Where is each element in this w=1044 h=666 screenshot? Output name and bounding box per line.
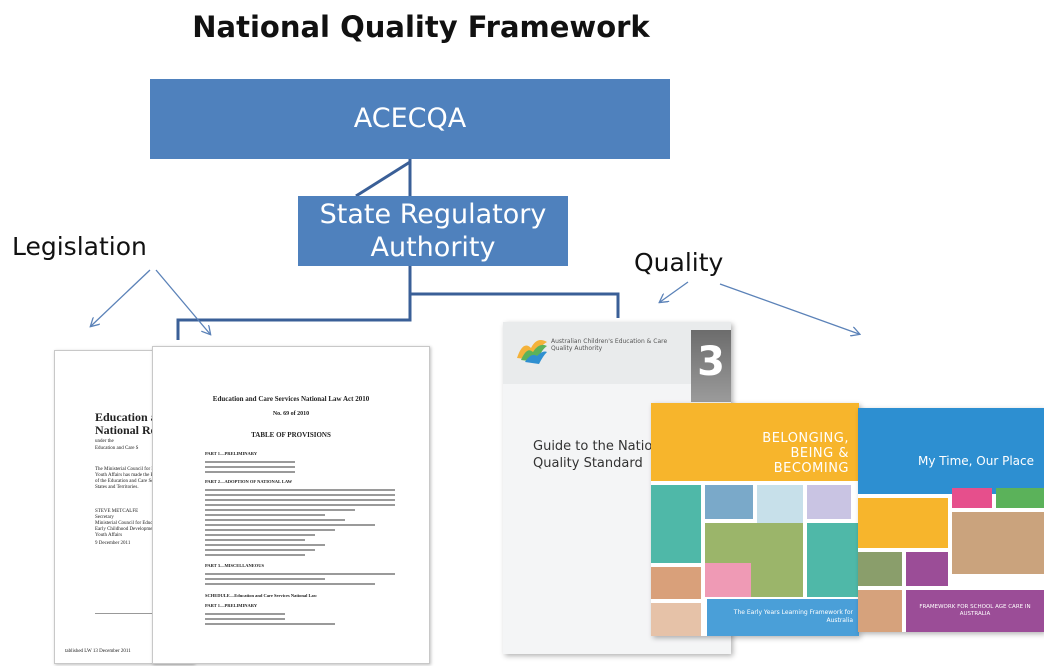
regulations-signatory-3: Ministerial Council for Educ bbox=[95, 521, 153, 526]
eylf-photo bbox=[705, 485, 753, 519]
toc-part-3: PART 3—MISCELLANEOUS bbox=[205, 563, 265, 568]
guide-title: Guide to the National Quality Standard bbox=[533, 439, 673, 471]
regulations-rule bbox=[95, 613, 193, 614]
toc-line bbox=[205, 618, 285, 620]
guide-number: 3 bbox=[691, 330, 731, 402]
regulations-para-2: Youth Affairs has made the R bbox=[95, 473, 154, 478]
toc-line bbox=[205, 519, 345, 521]
eylf-tile bbox=[651, 485, 701, 563]
mtop-tile bbox=[906, 552, 948, 586]
acecqa-box: ACECQA bbox=[150, 79, 670, 159]
toc-line bbox=[205, 544, 325, 546]
regulations-under: under the bbox=[95, 439, 114, 444]
regulations-signatory-4: Early Childhood Developme bbox=[95, 527, 153, 532]
mtop-tile bbox=[858, 498, 948, 548]
regulations-para-4: States and Territories. bbox=[95, 485, 139, 490]
toc-line bbox=[205, 583, 375, 585]
mtop-photo bbox=[858, 590, 902, 632]
eylf-tile bbox=[807, 523, 859, 597]
sra-label-line1: State Regulatory bbox=[319, 199, 547, 230]
mtop-tile bbox=[952, 488, 992, 508]
acecqa-sra-connector-diag bbox=[355, 160, 411, 198]
quality-label: Quality bbox=[634, 248, 724, 277]
eylf-footer: The Early Years Learning Framework for A… bbox=[707, 599, 859, 636]
national-law-act-document: Education and Care Services National Law… bbox=[152, 346, 430, 664]
quality-arrow-left bbox=[660, 281, 689, 302]
regulations-signatory-1: STEVE METCALFE bbox=[95, 509, 139, 514]
toc-line bbox=[205, 489, 395, 491]
toc-line bbox=[205, 613, 285, 615]
quality-arrow-right bbox=[719, 283, 859, 334]
mtop-photo bbox=[858, 552, 902, 586]
regulations-signatory-2: Secretary bbox=[95, 515, 114, 520]
eylf-booklet: BELONGING, BEING & BECOMING The Early Ye… bbox=[651, 403, 859, 636]
sra-quality-connector bbox=[410, 292, 620, 318]
act-title: Education and Care Services National Law… bbox=[212, 395, 370, 403]
toc-line bbox=[205, 623, 335, 625]
regulations-title-line1: Education an bbox=[95, 410, 164, 424]
act-toc-heading: TABLE OF PROVISIONS bbox=[251, 431, 331, 439]
eylf-title-line1: BELONGING, bbox=[762, 431, 849, 446]
eylf-photo bbox=[651, 603, 701, 636]
mtop-header-band bbox=[858, 408, 1044, 494]
regulations-title-line2: National Reg bbox=[95, 423, 162, 437]
diagram-title: National Quality Framework bbox=[192, 10, 650, 44]
sra-label-line2: Authority bbox=[370, 232, 496, 263]
regulations-signatory-5: Youth Affairs bbox=[95, 533, 123, 538]
acecqa-label: ACECQA bbox=[353, 103, 467, 134]
toc-line bbox=[205, 471, 295, 473]
sra-docs-connector bbox=[176, 266, 412, 340]
toc-line bbox=[205, 529, 335, 531]
mtop-title: My Time, Our Place bbox=[918, 454, 1034, 468]
regulations-para-3: of the Education and Care Se bbox=[95, 479, 154, 484]
guide-org-name: Australian Children's Education & Care Q… bbox=[551, 338, 668, 352]
toc-schedule: SCHEDULE—Education and Care Services Nat… bbox=[205, 593, 318, 598]
toc-line bbox=[205, 573, 395, 575]
toc-line bbox=[205, 504, 395, 506]
toc-line bbox=[205, 494, 395, 496]
act-number: No. 69 of 2010 bbox=[272, 411, 310, 417]
regulations-title: Education an National Reg bbox=[95, 411, 163, 437]
mtop-booklet: My Time, Our Place FRAMEWORK FOR SCHOOL … bbox=[858, 408, 1044, 632]
legislation-arrow-left bbox=[91, 269, 151, 326]
toc-line bbox=[205, 534, 315, 536]
eylf-title-line3: BECOMING bbox=[773, 461, 849, 476]
toc-line bbox=[205, 514, 325, 516]
eylf-header-band bbox=[651, 403, 859, 481]
mtop-footer: FRAMEWORK FOR SCHOOL AGE CARE IN AUSTRAL… bbox=[906, 590, 1044, 632]
toc-line bbox=[205, 524, 375, 526]
eylf-title-line2: BEING & bbox=[790, 446, 849, 461]
regulations-para-1: The Ministerial Council for E bbox=[95, 467, 155, 472]
toc-line bbox=[205, 554, 305, 556]
regulations-under-law: Education and Care S bbox=[95, 446, 139, 451]
toc-line bbox=[205, 461, 295, 463]
legislation-arrow-right bbox=[155, 269, 210, 334]
toc-line bbox=[205, 539, 305, 541]
toc-line bbox=[205, 466, 295, 468]
eylf-tile bbox=[705, 563, 751, 597]
acecqa-logo-icon bbox=[517, 340, 547, 364]
eylf-tile bbox=[807, 485, 851, 519]
toc-part-1b: PART 1—PRELIMINARY bbox=[205, 603, 258, 608]
eylf-photo bbox=[651, 567, 701, 599]
regulations-footer: tablished LW 13 December 2011 bbox=[65, 649, 131, 654]
mtop-photo bbox=[952, 512, 1044, 574]
eylf-title: BELONGING, BEING & BECOMING bbox=[762, 431, 849, 476]
legislation-label: Legislation bbox=[12, 232, 147, 261]
mtop-tile bbox=[996, 488, 1044, 508]
toc-line bbox=[205, 578, 325, 580]
toc-line bbox=[205, 549, 315, 551]
toc-line bbox=[205, 509, 355, 511]
toc-part-1: PART 1—PRELIMINARY bbox=[205, 451, 258, 456]
regulations-date: 9 December 2011 bbox=[95, 541, 131, 546]
toc-line bbox=[205, 499, 395, 501]
state-regulatory-authority-box: State Regulatory Authority bbox=[298, 196, 568, 266]
toc-part-2: PART 2—ADOPTION OF NATIONAL LAW bbox=[205, 479, 293, 484]
